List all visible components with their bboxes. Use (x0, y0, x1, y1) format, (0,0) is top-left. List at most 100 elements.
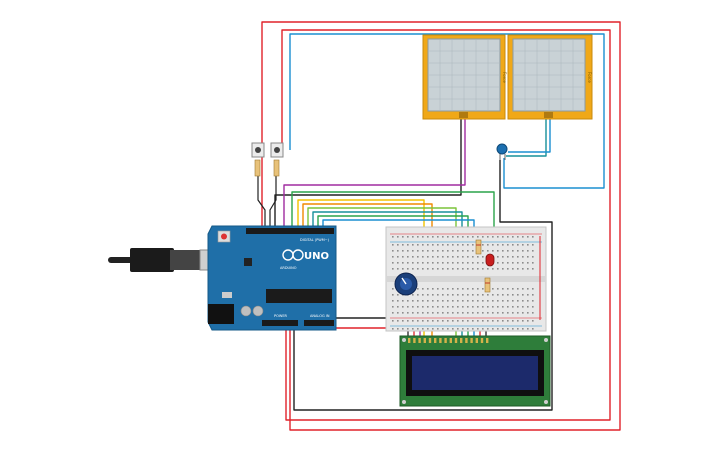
breadboard-hole (417, 268, 419, 270)
breadboard-hole (402, 300, 404, 302)
breadboard-hole (432, 312, 434, 314)
breadboard-hole (452, 294, 454, 296)
breadboard-hole (442, 300, 444, 302)
breadboard-hole (422, 300, 424, 302)
breadboard-hole (392, 328, 394, 330)
breadboard-hole (402, 312, 404, 314)
breadboard-hole (502, 250, 504, 252)
breadboard-hole (422, 262, 424, 264)
breadboard-hole (427, 268, 429, 270)
breadboard-hole (417, 320, 419, 322)
breadboard-hole (532, 288, 534, 290)
breadboard-hole (457, 244, 459, 246)
lcd-pin (418, 338, 421, 343)
breadboard-hole (437, 294, 439, 296)
breadboard-hole (442, 244, 444, 246)
breadboard-hole (502, 320, 504, 322)
breadboard-hole (462, 262, 464, 264)
breadboard-hole (457, 250, 459, 252)
force-sensor-right: Force (507, 34, 593, 120)
breadboard-hole (477, 236, 479, 238)
breadboard-hole (482, 294, 484, 296)
breadboard-hole (432, 236, 434, 238)
breadboard-hole (472, 236, 474, 238)
breadboard-hole (427, 320, 429, 322)
wire-purple-sensor (283, 118, 466, 232)
analog-header (304, 320, 334, 326)
breadboard-hole (477, 306, 479, 308)
breadboard-hole (422, 244, 424, 246)
breadboard-hole (497, 256, 499, 258)
breadboard-hole (507, 244, 509, 246)
lcd-pin (449, 338, 452, 343)
breadboard-hole (507, 320, 509, 322)
breadboard-hole (427, 328, 429, 330)
breadboard-hole (492, 328, 494, 330)
breadboard-hole (472, 300, 474, 302)
breadboard-hole (392, 294, 394, 296)
breadboard-hole (477, 300, 479, 302)
power-header (262, 320, 298, 326)
breadboard-hole (467, 312, 469, 314)
breadboard-hole (402, 268, 404, 270)
breadboard-hole (477, 328, 479, 330)
breadboard-hole (462, 236, 464, 238)
breadboard-hole (502, 256, 504, 258)
breadboard-hole (502, 328, 504, 330)
breadboard-hole (452, 262, 454, 264)
breadboard-hole (472, 256, 474, 258)
breadboard-hole (412, 294, 414, 296)
breadboard-hole (492, 294, 494, 296)
breadboard-hole (472, 262, 474, 264)
breadboard-hole (527, 262, 529, 264)
breadboard-hole (522, 244, 524, 246)
breadboard-hole (517, 262, 519, 264)
force-sensor-left: Force (422, 34, 507, 120)
wire-blue-sensor-right (508, 118, 551, 153)
push-button-left (251, 142, 265, 177)
breadboard-hole (527, 288, 529, 290)
digital-pwm-label: DIGITAL (PWM~) (300, 238, 330, 242)
breadboard-hole (502, 306, 504, 308)
wire-teal-sensor-right (506, 118, 547, 157)
force-sensor-right-label: Force (587, 72, 592, 83)
breadboard-hole (467, 306, 469, 308)
breadboard-hole (502, 300, 504, 302)
breadboard-hole (457, 320, 459, 322)
wire-button-left (257, 165, 266, 232)
breadboard-hole (432, 244, 434, 246)
breadboard-hole (402, 250, 404, 252)
breadboard-hole (442, 294, 444, 296)
breadboard-hole (467, 236, 469, 238)
breadboard-hole (427, 312, 429, 314)
breadboard-hole (422, 328, 424, 330)
breadboard-hole (497, 268, 499, 270)
breadboard-hole (532, 250, 534, 252)
breadboard-hole (432, 256, 434, 258)
breadboard-hole (427, 294, 429, 296)
breadboard-hole (492, 244, 494, 246)
breadboard-hole (472, 312, 474, 314)
breadboard-hole (417, 306, 419, 308)
breadboard-hole (532, 320, 534, 322)
breadboard-hole (512, 294, 514, 296)
breadboard-hole (472, 294, 474, 296)
breadboard-hole (397, 236, 399, 238)
breadboard-hole (522, 268, 524, 270)
sensor-grid-left (428, 39, 500, 111)
breadboard-hole (447, 300, 449, 302)
breadboard-hole (397, 306, 399, 308)
breadboard-hole (502, 294, 504, 296)
breadboard-hole (402, 328, 404, 330)
breadboard-hole (517, 294, 519, 296)
lcd-pins (408, 338, 489, 343)
breadboard-hole (507, 268, 509, 270)
breadboard-hole (512, 312, 514, 314)
breadboard-hole (397, 312, 399, 314)
potentiometer (394, 272, 418, 296)
breadboard-hole (427, 244, 429, 246)
breadboard-hole (457, 294, 459, 296)
breadboard-hole (512, 306, 514, 308)
breadboard-hole (437, 328, 439, 330)
breadboard-hole (467, 294, 469, 296)
